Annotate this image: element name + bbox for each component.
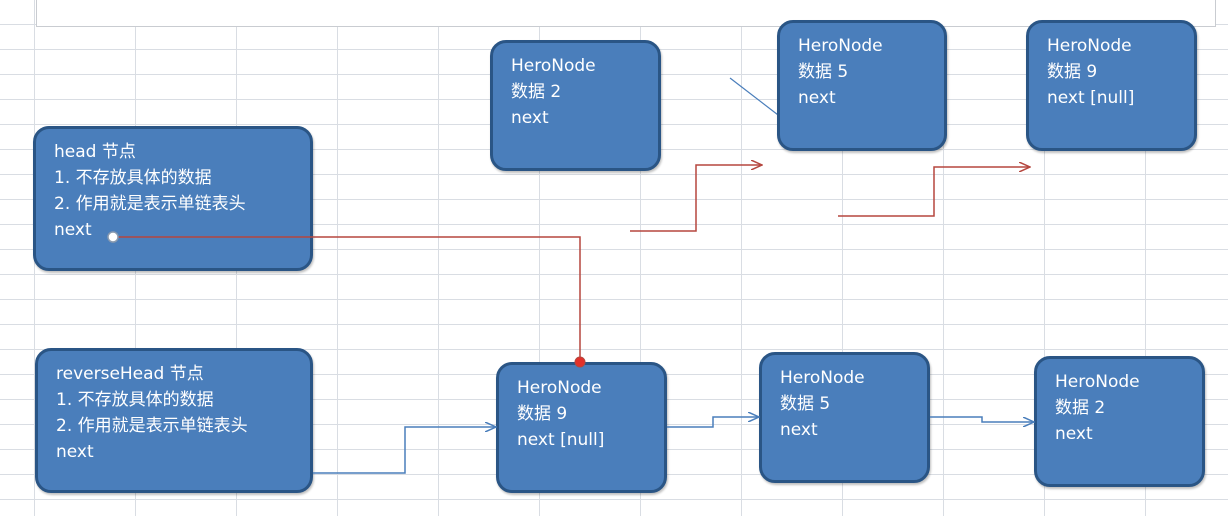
top-heronode-2-type: HeroNode: [511, 56, 596, 76]
bottom-heronode-2-next: next: [1055, 424, 1093, 444]
head-node-desc-1: 1. 不存放具体的数据: [54, 168, 212, 188]
bottom-heronode-9-type: HeroNode: [517, 378, 602, 398]
reverse-head-node-desc-2: 2. 作用就是表示单链表头: [56, 416, 248, 436]
reverse-head-node-desc-1: 1. 不存放具体的数据: [56, 390, 214, 410]
blue-arrow-5-to-2: [930, 416, 1034, 422]
red-link-head-to-reversed-9: [113, 236, 581, 362]
top-heronode-9: HeroNode 数据 9 next [null]: [1026, 20, 1197, 151]
reversed-9-connector: [574, 356, 586, 368]
top-heronode-5-type: HeroNode: [798, 36, 883, 56]
reverse-head-node-next: next: [56, 442, 94, 462]
top-heronode-9-next: next [null]: [1047, 88, 1135, 108]
bottom-heronode-5: HeroNode 数据 5 next: [759, 352, 930, 483]
top-heronode-5: HeroNode 数据 5 next: [777, 20, 947, 151]
top-heronode-9-data: 数据 9: [1047, 62, 1098, 82]
sheet-header-area: [36, 0, 1216, 27]
red-arrow-2-to-5: [630, 165, 762, 232]
blue-arrow-9-to-5: [667, 417, 759, 428]
bottom-heronode-5-type: HeroNode: [780, 368, 865, 388]
reverse-head-node: reverseHead 节点 1. 不存放具体的数据 2. 作用就是表示单链表头…: [35, 348, 313, 493]
head-node-title: head 节点: [54, 142, 136, 162]
top-heronode-9-type: HeroNode: [1047, 36, 1132, 56]
bottom-heronode-9-next: next [null]: [517, 430, 605, 450]
reverse-head-node-title: reverseHead 节点: [56, 364, 204, 384]
bottom-heronode-5-data: 数据 5: [780, 394, 831, 414]
bottom-heronode-2: HeroNode 数据 2 next: [1034, 356, 1205, 487]
head-node-next: next: [54, 220, 92, 240]
bottom-heronode-2-type: HeroNode: [1055, 372, 1140, 392]
blue-arrow-reverse-head-to-9: [313, 427, 496, 474]
bottom-heronode-2-data: 数据 2: [1055, 398, 1106, 418]
top-heronode-5-data: 数据 5: [798, 62, 849, 82]
top-heronode-2: HeroNode 数据 2 next: [490, 40, 661, 171]
top-heronode-5-next: next: [798, 88, 836, 108]
bottom-heronode-9-data: 数据 9: [517, 404, 568, 424]
top-heronode-2-next: next: [511, 108, 549, 128]
stray-link-line: [729, 77, 783, 119]
red-arrow-5-to-9: [838, 167, 1030, 217]
top-heronode-2-data: 数据 2: [511, 82, 562, 102]
head-next-connector: [107, 231, 119, 243]
bottom-heronode-5-next: next: [780, 420, 818, 440]
head-node-desc-2: 2. 作用就是表示单链表头: [54, 194, 246, 214]
head-node: head 节点 1. 不存放具体的数据 2. 作用就是表示单链表头 next: [33, 126, 313, 271]
